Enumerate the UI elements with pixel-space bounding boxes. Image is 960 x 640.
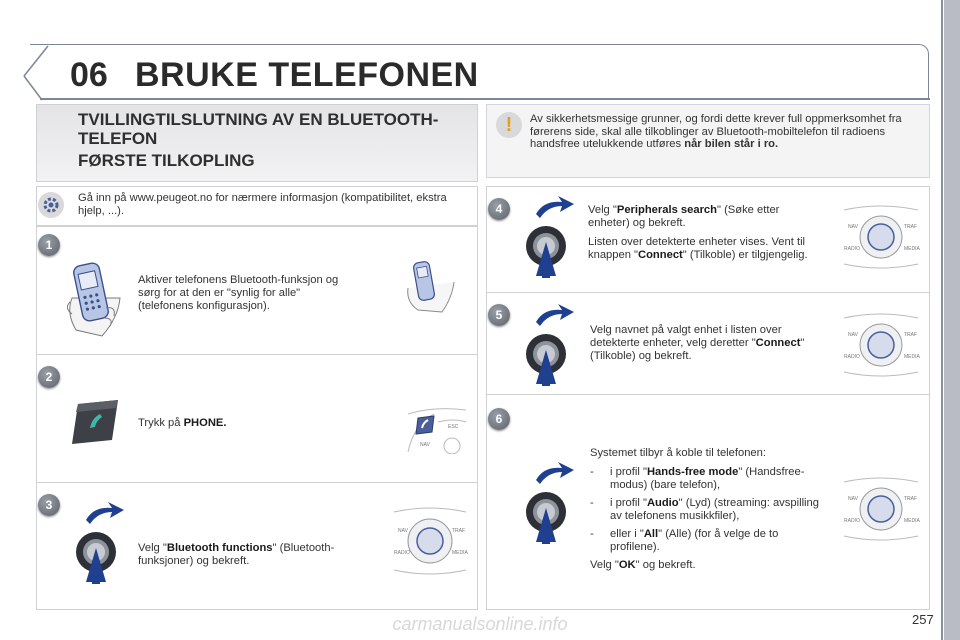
warning-text: Av sikkerhetsmessige grunner, og fordi d…	[530, 113, 902, 151]
list-item: -i profil "Hands-free mode" (Handsfree-m…	[590, 466, 805, 491]
rotary-dial-press-icon	[526, 304, 574, 386]
section-title: TVILLINGTILSLUTNING AV EN BLUETOOTH-TELE…	[78, 110, 439, 148]
step-6-outro: Velg "OK" og bekreft.	[590, 559, 696, 571]
step-2-text: Trykk på PHONE.	[138, 417, 227, 429]
page-number: 257	[912, 612, 934, 627]
list-item: -i profil "Audio" (Lyd) (streaming: avsp…	[590, 497, 819, 522]
info-text: Gå inn på www.peugeot.no for nærmere inf…	[78, 192, 447, 217]
page-side-rail	[944, 0, 960, 640]
step-1-box	[36, 226, 478, 356]
watermark: carmanualsonline.info	[392, 614, 568, 634]
panel-label-media: MEDIA	[452, 550, 469, 556]
rotary-dial-press-icon	[526, 196, 574, 278]
header-frame	[30, 44, 929, 99]
panel-label-radio: RADIO	[394, 550, 410, 556]
panel-label-nav: NAV	[848, 496, 859, 502]
panel-label-radio: RADIO	[844, 354, 860, 360]
svg-text:ESC: ESC	[448, 424, 459, 430]
panel-label-traf: TRAF	[904, 332, 917, 338]
step-number-badge: 2	[38, 366, 60, 388]
step-6-text: Systemet tilbyr å koble til telefonen: -…	[590, 447, 826, 578]
panel-label-traf: TRAF	[904, 224, 917, 230]
chapter-title: BRUKE TELEFONEN	[135, 56, 479, 94]
panel-label-radio: RADIO	[844, 246, 860, 252]
list-item: -eller i "All" (Alle) (for å velge de to…	[590, 528, 779, 553]
radio-panel-illustration: NAV TRAF RADIO MEDIA	[843, 205, 921, 269]
section-subtitle: FØRSTE TILKOPLING	[78, 151, 255, 170]
step-number-badge: 1	[38, 234, 60, 256]
panel-label-radio: RADIO	[844, 518, 860, 524]
step-number-badge: 4	[488, 198, 510, 220]
step-5-text: Velg navnet på valgt enhet i listen over…	[590, 324, 805, 362]
step-number-badge: 6	[488, 408, 510, 430]
radio-panel-illustration: NAV TRAF RADIO MEDIA	[393, 507, 469, 575]
rotary-dial-press-icon	[76, 502, 124, 584]
gear-icon	[38, 192, 64, 218]
panel-label-media: MEDIA	[904, 246, 921, 252]
hand-phone-illustration	[66, 262, 121, 337]
header-corner	[23, 45, 49, 101]
step-number-badge: 5	[488, 304, 510, 326]
panel-label-nav: NAV	[848, 332, 859, 338]
section-title-box	[36, 104, 478, 182]
step-4-text: Velg "Peripherals search" (Søke etter en…	[588, 204, 808, 261]
panel-label-traf: TRAF	[904, 496, 917, 502]
header-underline	[40, 98, 930, 100]
step-3-text: Velg "Bluetooth functions" (Bluetooth-fu…	[138, 542, 335, 567]
rotary-dial-press-icon	[526, 462, 574, 544]
page-side-rail-line	[941, 0, 943, 640]
panel-label-media: MEDIA	[904, 354, 921, 360]
panel-label-media: MEDIA	[904, 518, 921, 524]
warning-box	[486, 104, 930, 178]
panel-label-nav: NAV	[848, 224, 859, 230]
phone-button-illustration	[72, 400, 118, 444]
hand-phone-small-illustration	[407, 261, 455, 313]
panel-label-traf: TRAF	[452, 528, 465, 534]
radio-panel-illustration: NAV TRAF RADIO MEDIA	[843, 313, 921, 377]
exclamation-icon: !	[496, 112, 522, 138]
phone-panel-illustration: ESC NAV	[407, 408, 467, 454]
step-1-text: Aktiver telefonens Bluetooth-funksjon og…	[138, 274, 339, 312]
radio-panel-illustration: NAV TRAF RADIO MEDIA	[843, 477, 921, 541]
svg-text:NAV: NAV	[420, 442, 431, 448]
info-box	[36, 186, 478, 226]
step-number-badge: 3	[38, 494, 60, 516]
chapter-number: 06	[70, 56, 108, 94]
panel-label-nav: NAV	[398, 528, 409, 534]
step-6-intro: Systemet tilbyr å koble til telefonen:	[590, 447, 766, 459]
